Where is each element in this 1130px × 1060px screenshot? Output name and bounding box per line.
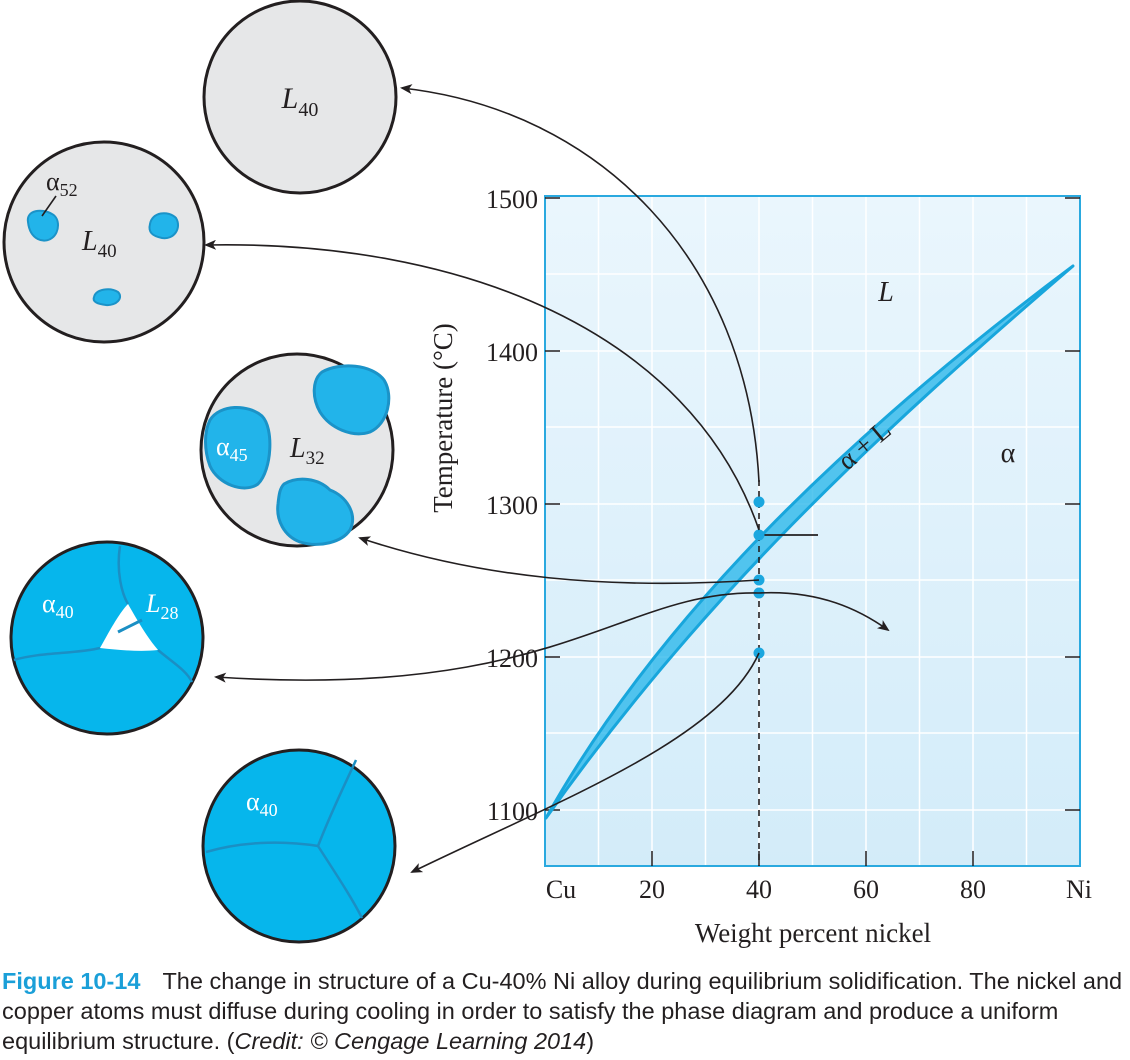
y-tick-label: 1300 — [486, 491, 538, 520]
grid — [546, 197, 1079, 865]
arrow-to-micrograph-3 — [358, 536, 760, 585]
phase-diagram-figure: L α α + L 1500 1400 1300 1200 1100 Cu 20… — [2, 0, 1092, 948]
svg-text:α52: α52 — [46, 167, 78, 200]
y-tick-label: 1200 — [486, 644, 538, 673]
svg-text:α40: α40 — [42, 589, 74, 622]
micrograph-1: L40 — [202, 0, 398, 195]
caption-close: ) — [586, 1028, 595, 1054]
caption-text: The change in structure of a Cu-40% Ni a… — [2, 968, 1123, 1054]
x-tick-label: Ni — [1066, 875, 1092, 904]
svg-text:α40: α40 — [246, 787, 278, 820]
y-tick-labels: 1500 1400 1300 1200 1100 — [486, 185, 538, 826]
x-tick-label: 60 — [853, 875, 879, 904]
svg-text:L40: L40 — [281, 82, 319, 121]
svg-text:L32: L32 — [289, 433, 325, 469]
micrograph-2: α52 L40 — [2, 140, 206, 344]
point-1300 — [753, 496, 765, 508]
connector-arrows — [204, 84, 890, 873]
arrow-to-micrograph-5 — [410, 652, 760, 873]
y-axis-label: Temperature (°C) — [428, 323, 458, 513]
caption-credit: Credit: © Cengage Learning 2014 — [234, 1028, 587, 1054]
micrograph-5: α40 — [201, 748, 397, 944]
x-axis-label: Weight percent nickel — [695, 918, 931, 948]
liquid-region-label: L — [877, 277, 894, 308]
arrow-to-micrograph-4 — [214, 592, 760, 683]
y-tick-label: 1400 — [486, 338, 538, 367]
svg-text:L40: L40 — [81, 226, 117, 262]
x-tick-label: Cu — [546, 875, 576, 904]
figure-label: Figure 10-14 — [2, 968, 141, 994]
two-phase-region — [544, 264, 1075, 820]
y-tick-label: 1500 — [486, 185, 538, 214]
axis-ticks — [545, 197, 1080, 866]
x-tick-label: 40 — [746, 875, 772, 904]
solid-region-label: α — [1001, 438, 1016, 469]
arrow-below-solidus — [758, 591, 890, 632]
micrograph-3: α45 L32 — [199, 352, 395, 548]
micrograph-4: α40 L28 — [9, 540, 205, 736]
svg-text:α45: α45 — [216, 432, 248, 465]
arrow-to-micrograph-1 — [400, 84, 760, 483]
point-1280 — [753, 529, 765, 541]
arrow-to-micrograph-2 — [204, 239, 760, 531]
x-tick-label: 20 — [639, 875, 665, 904]
svg-text:L28: L28 — [145, 589, 178, 623]
x-tick-labels: Cu 20 40 60 80 Ni — [546, 875, 1092, 904]
y-tick-label: 1100 — [487, 797, 538, 826]
x-tick-label: 80 — [960, 875, 986, 904]
